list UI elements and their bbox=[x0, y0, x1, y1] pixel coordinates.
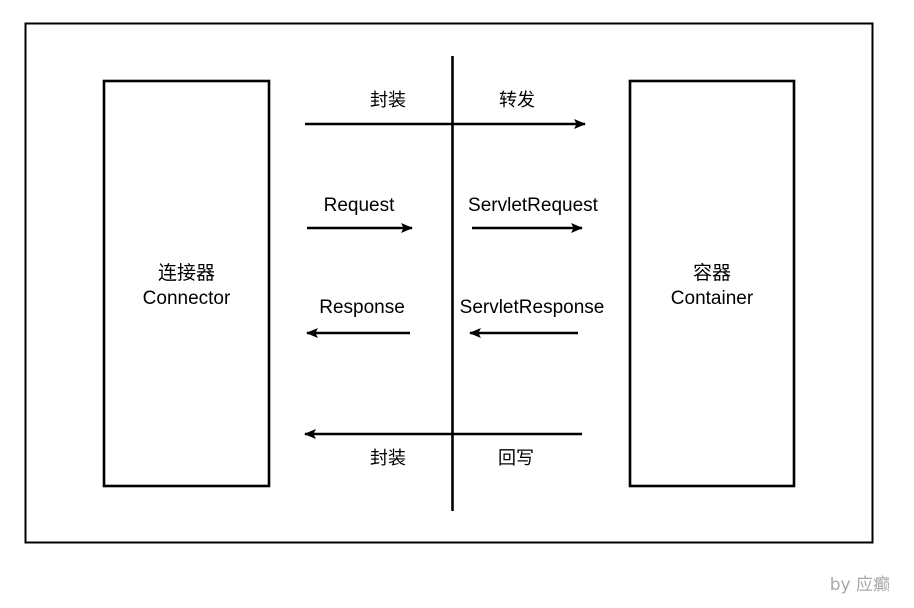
flow-request-right-label: ServletRequest bbox=[468, 195, 598, 216]
outer-frame bbox=[24, 22, 874, 544]
node-container-label-cn: 容器 bbox=[692, 261, 731, 284]
node-connector-label: 连接器 Connector bbox=[103, 258, 270, 310]
node-container: 容器 Container bbox=[629, 80, 795, 487]
node-container-label-en: Container bbox=[670, 287, 754, 309]
flow-bottom-left-label: 封装 bbox=[370, 448, 406, 469]
flow-request-left-label: Request bbox=[323, 195, 395, 216]
flow-top-left-label: 封装 bbox=[370, 90, 406, 111]
node-connector-label-cn: 连接器 bbox=[157, 261, 215, 284]
flow-response-left-label: Response bbox=[319, 297, 405, 318]
node-container-label: 容器 Container bbox=[629, 258, 795, 310]
flow-top-right-label: 转发 bbox=[499, 90, 535, 111]
node-box-container bbox=[628, 79, 796, 488]
node-box-connector bbox=[102, 79, 271, 488]
flow-response-right-label: ServletResponse bbox=[459, 297, 605, 318]
node-connector: 连接器 Connector bbox=[103, 80, 270, 487]
watermark-text: by 应癫 bbox=[829, 575, 890, 595]
node-connector-label-en: Connector bbox=[142, 287, 231, 309]
flow-bottom-right-label: 回写 bbox=[498, 448, 534, 469]
